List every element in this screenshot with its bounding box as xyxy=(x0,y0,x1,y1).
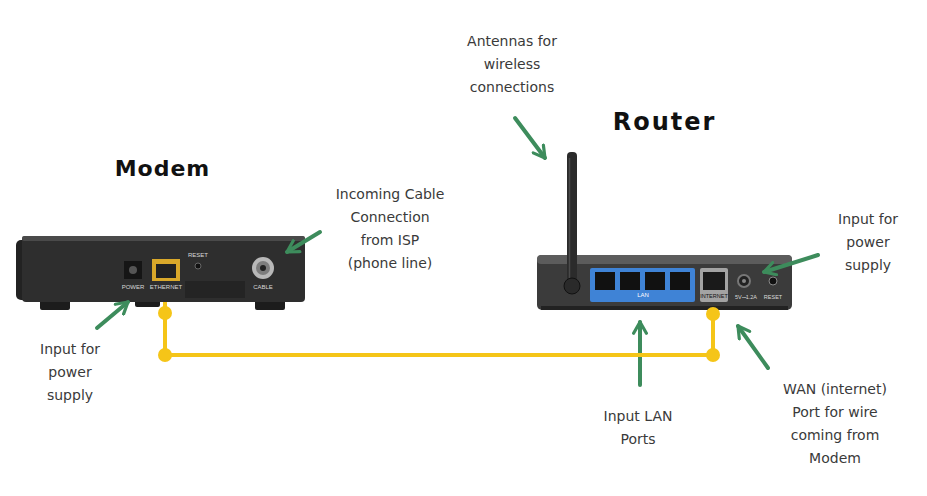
annotation-label: Input for power supply xyxy=(828,208,908,277)
port-label: INTERNET xyxy=(700,293,728,299)
modem-picture xyxy=(16,236,305,310)
port-label: RESET xyxy=(764,294,782,300)
port-label: CABLE xyxy=(253,284,273,291)
wire-joint xyxy=(706,348,720,362)
router-picture xyxy=(537,152,792,310)
port-label: RESET xyxy=(188,252,208,259)
device-box: Modem xyxy=(20,236,305,302)
port-label: 5V⎓1.2A xyxy=(735,294,757,300)
annotation-label: Incoming Cable Connection from ISP (phon… xyxy=(335,183,446,275)
wire-joint xyxy=(158,348,172,362)
annotation-label: Input for power supply xyxy=(30,338,110,407)
wire-joint xyxy=(706,307,720,321)
port-label: POWER xyxy=(122,284,145,291)
device-heading: Modem xyxy=(20,156,305,181)
port-label: ETHERNET xyxy=(150,284,182,291)
wire-joint xyxy=(158,306,172,320)
device-heading: Router xyxy=(537,108,792,136)
annotation-label: WAN (internet) Port for wire coming from… xyxy=(775,378,895,470)
device-box: Router xyxy=(537,255,792,310)
port-label: LAN xyxy=(637,292,649,299)
annotation-label: Antennas for wireless connections xyxy=(462,30,562,99)
ethernet-cable xyxy=(165,302,713,355)
annotation-label: Input LAN Ports xyxy=(598,405,678,451)
